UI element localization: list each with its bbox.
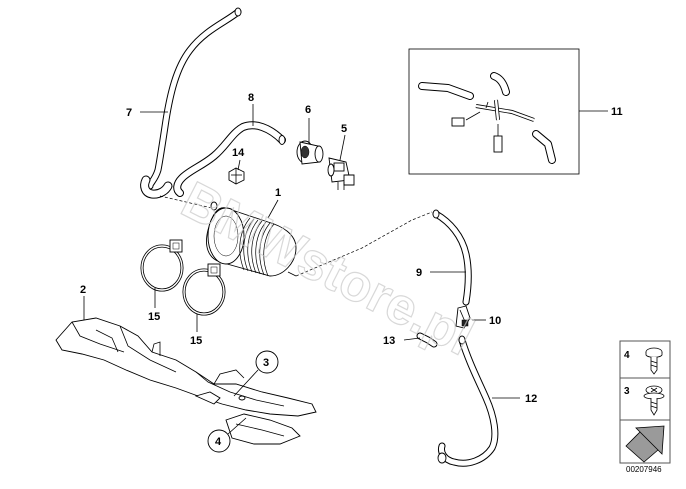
callout-13: 13 <box>383 335 395 347</box>
heat-shield-part-2 <box>55 317 317 445</box>
callout-11: 11 <box>611 106 623 118</box>
catalog-number: 00207946 <box>626 465 662 474</box>
clip-part-14 <box>228 167 245 185</box>
callouts: 7 8 6 5 14 1 2 15 15 3 4 9 10 13 12 11 <box>80 92 623 453</box>
direction-arrow-icon <box>625 425 665 463</box>
hose-7 <box>140 7 242 199</box>
inset-box-part-11 <box>408 48 580 175</box>
hose-12 <box>437 335 499 467</box>
fastener-label-4: 4 <box>624 350 630 361</box>
callout-2: 2 <box>80 284 86 296</box>
callout-5: 5 <box>341 123 347 135</box>
leader-lines <box>83 104 608 435</box>
callout-7: 7 <box>126 107 132 119</box>
callout-1: 1 <box>275 187 281 199</box>
callout-12: 12 <box>525 393 537 405</box>
hose-clamp-15b <box>182 263 226 316</box>
callout-4-circle <box>207 429 231 453</box>
callout-3-circle <box>255 350 279 374</box>
callout-9: 9 <box>416 267 422 279</box>
callout-15a: 15 <box>148 311 160 323</box>
washer-screw-icon <box>643 385 665 416</box>
connector-part-5 <box>327 157 355 190</box>
callout-3: 3 <box>263 357 269 369</box>
callout-6: 6 <box>305 104 311 116</box>
callout-4: 4 <box>215 436 222 448</box>
fastener-table: 4 3 <box>619 340 671 464</box>
screw-icon <box>645 347 663 375</box>
valve-part-6 <box>296 140 324 165</box>
callout-14: 14 <box>232 147 245 159</box>
hose-clamp-15a <box>140 239 184 292</box>
elbow-part-13 <box>416 332 438 348</box>
hose-9 <box>432 209 472 306</box>
callout-10: 10 <box>489 315 501 327</box>
hose-8 <box>173 121 286 197</box>
canister-part-1 <box>206 201 297 277</box>
callout-15b: 15 <box>190 335 202 347</box>
connector-part-10 <box>455 305 471 329</box>
fastener-label-3: 3 <box>624 386 630 397</box>
routing-lines <box>159 195 433 277</box>
callout-8: 8 <box>248 92 254 104</box>
